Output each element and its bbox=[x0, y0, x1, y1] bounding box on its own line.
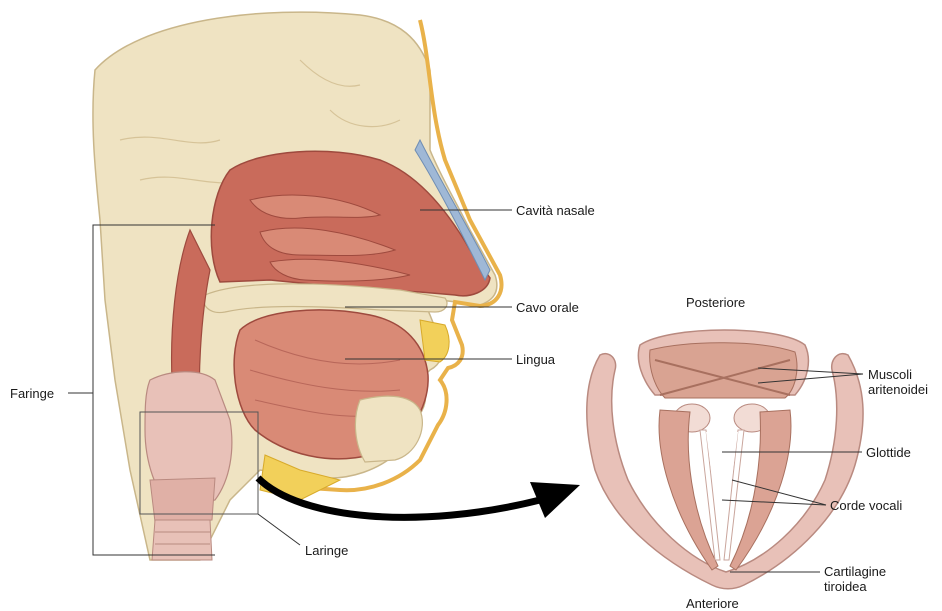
vocal-folds-view bbox=[587, 330, 863, 589]
label-laringe: Laringe bbox=[305, 543, 348, 558]
arytenoid-muscles bbox=[650, 343, 797, 398]
head-sagittal-section bbox=[93, 12, 502, 560]
laringe-leader bbox=[258, 514, 300, 545]
label-corde-vocali: Corde vocali bbox=[830, 498, 902, 513]
label-posteriore: Posteriore bbox=[686, 295, 745, 310]
label-anteriore: Anteriore bbox=[686, 596, 739, 611]
zoom-arrow-head bbox=[530, 482, 580, 518]
label-faringe: Faringe bbox=[10, 386, 54, 401]
label-muscoli-aritenoidei: Muscoli aritenoidei bbox=[868, 367, 940, 397]
label-lingua: Lingua bbox=[516, 352, 555, 367]
label-cartilagine-tiroidea: Cartilagine tiroidea bbox=[824, 564, 914, 594]
label-glottide: Glottide bbox=[866, 445, 911, 460]
mandible bbox=[355, 396, 422, 462]
label-cavita-nasale: Cavità nasale bbox=[516, 203, 595, 218]
label-cavo-orale: Cavo orale bbox=[516, 300, 579, 315]
